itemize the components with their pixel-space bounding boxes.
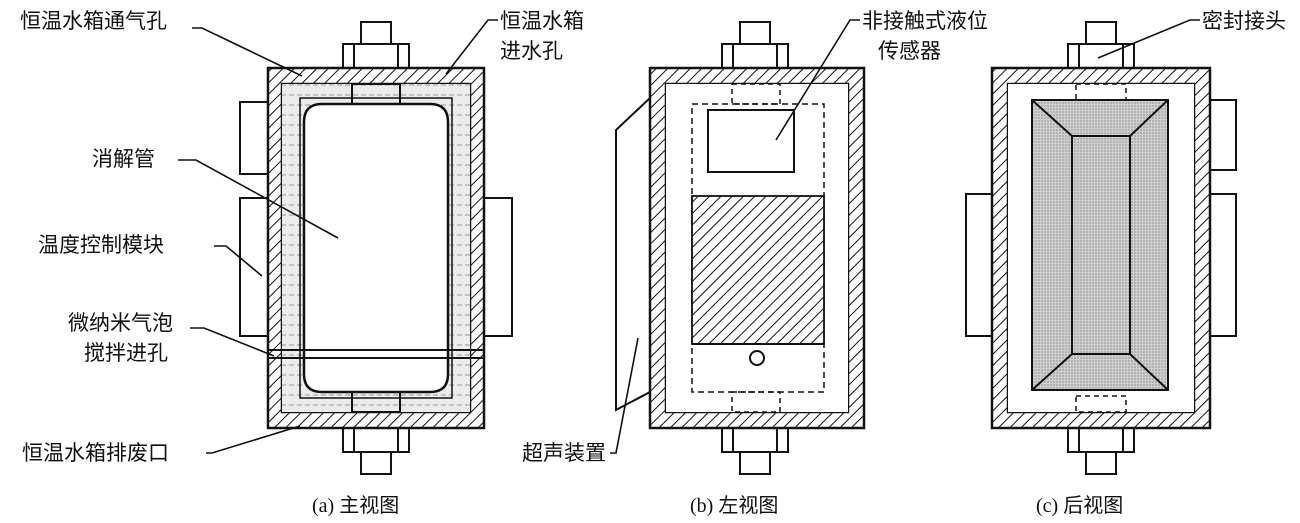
top-bolt-head — [360, 21, 392, 45]
temp-module-right — [483, 197, 513, 337]
left-dashed-tube — [691, 103, 825, 393]
level-sensor — [707, 109, 795, 173]
label-sensor-line2: 传感器 — [878, 39, 941, 63]
label-sensor-line1: 非接触式液位 — [862, 9, 988, 33]
temp-module-left — [239, 197, 269, 337]
digestion-tube — [302, 102, 450, 394]
label-vent-hole: 恒温水箱通气孔 — [20, 9, 167, 33]
ultrasonic-device — [615, 95, 651, 412]
front-view — [239, 21, 513, 475]
bottom-nut — [342, 427, 410, 453]
label-seal-joint: 密封接头 — [1202, 9, 1286, 33]
caption-left: (b) 左视图 — [690, 494, 778, 517]
inlet-hole — [749, 350, 765, 366]
label-inlet-line2: 进水孔 — [500, 39, 563, 63]
top-nut — [342, 43, 410, 69]
leader-lines — [178, 19, 1200, 454]
label-digestion-tube: 消解管 — [92, 147, 155, 171]
back-view — [965, 21, 1237, 475]
label-bubble-line2: 搅拌进孔 — [84, 341, 168, 365]
label-bubble-line1: 微纳米气泡 — [68, 311, 173, 335]
captions: (a) 主视图 (b) 左视图 (c) 后视图 — [312, 494, 1123, 517]
label-drain: 恒温水箱排废口 — [22, 441, 169, 465]
bottom-bolt-head — [360, 451, 392, 475]
labels: 恒温水箱通气孔 恒温水箱 进水孔 消解管 温度控制模块 微纳米气泡 搅拌进孔 恒… — [20, 9, 1286, 465]
left-liquid-block — [691, 195, 825, 345]
label-temp-module: 温度控制模块 — [38, 233, 164, 257]
left-view — [615, 21, 866, 475]
back-prism — [1031, 99, 1169, 391]
small-module-left — [239, 101, 269, 175]
label-ultrasonic: 超声装置 — [522, 441, 606, 465]
caption-back: (c) 后视图 — [1036, 494, 1123, 517]
caption-front: (a) 主视图 — [312, 494, 399, 517]
label-inlet-line1: 恒温水箱 — [500, 9, 584, 33]
